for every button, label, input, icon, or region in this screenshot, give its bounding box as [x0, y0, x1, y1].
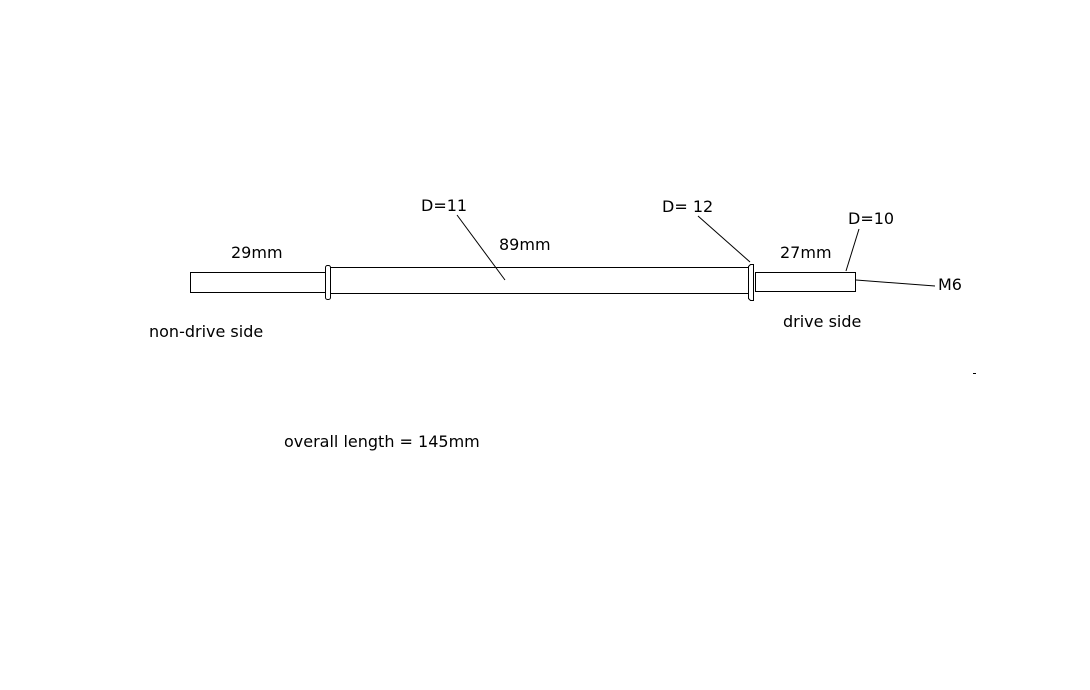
- leader-d12: [697, 215, 751, 263]
- drive-length-label: 27mm: [780, 243, 832, 262]
- drive-diameter-label: D=10: [848, 209, 895, 228]
- non-drive-side-label: non-drive side: [149, 322, 264, 341]
- leader-d11: [456, 214, 506, 281]
- stray-mark: [973, 373, 976, 374]
- left-collar: [325, 265, 331, 300]
- middle-diameter-label: D=11: [421, 196, 468, 215]
- leader-m6: [855, 279, 936, 287]
- shoulder-diameter-label: D= 12: [662, 197, 714, 216]
- non-drive-length-label: 29mm: [231, 243, 283, 262]
- drive-side-label: drive side: [783, 312, 862, 331]
- drive-shaft-section: [755, 272, 856, 292]
- leader-d10: [845, 228, 860, 272]
- thread-label: M6: [938, 275, 962, 294]
- middle-length-label: 89mm: [499, 235, 551, 254]
- middle-shaft-section: [330, 267, 751, 294]
- non-drive-shaft-section: [190, 272, 328, 293]
- right-shoulder: [748, 264, 754, 301]
- overall-length-label: overall length = 145mm: [284, 432, 480, 451]
